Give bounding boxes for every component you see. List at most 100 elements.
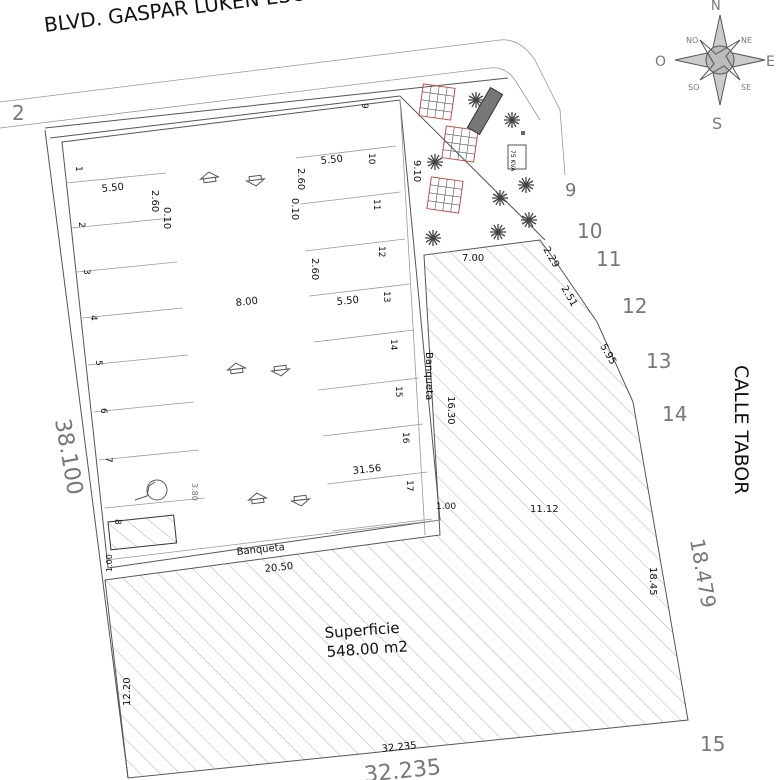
palm-tree-icon [504, 112, 520, 128]
stall-line [104, 497, 205, 509]
street-name-top: BLVD. GASPAR LUKEN ESCAL [43, 0, 332, 37]
perimeter-left: 38.100 [49, 417, 87, 497]
vertex-15: 15 [700, 732, 725, 756]
compass-se: SE [741, 83, 751, 92]
stall-dividers [65, 145, 433, 532]
dim: 5.50 [101, 182, 124, 195]
area-title: Superficie [324, 619, 400, 642]
stall-number: 5 [93, 360, 103, 366]
dim: 32.235 [381, 740, 417, 755]
arrow-down-icon [226, 362, 248, 375]
stall-line [313, 329, 415, 343]
dim: 7.00 [462, 253, 484, 264]
stall-line [331, 518, 433, 532]
compass-o: O [655, 54, 666, 70]
stall-number: 16 [400, 432, 410, 444]
arrow-up-icon [269, 364, 291, 377]
stall-number: 6 [98, 408, 108, 414]
dim: 2.60 [309, 258, 320, 280]
vertex-2: 2 [12, 101, 25, 125]
sidewalk-label: Banqueta [423, 352, 434, 400]
stall-number: 15 [393, 386, 403, 397]
dim: 5.50 [336, 295, 359, 308]
stall-line [327, 471, 428, 485]
palm-tree-icon [492, 190, 508, 206]
stall-line [309, 283, 410, 297]
vertex-13: 13 [646, 349, 671, 373]
arrow-down-icon [199, 171, 221, 184]
palm-tree-icon [468, 92, 484, 108]
stall-line [98, 449, 200, 461]
dim: 2.60 [295, 168, 306, 190]
dim: 18.45 [647, 567, 658, 596]
sidewalk-label: Banqueta [236, 542, 285, 558]
stall-line [76, 261, 178, 273]
accessible-parking-icon [134, 479, 168, 501]
vertex-10: 10 [577, 219, 602, 243]
palm-tree-icon [490, 224, 506, 240]
arrow-down-icon [247, 492, 269, 505]
stall-line [71, 217, 172, 229]
stall-number: 10 [366, 153, 376, 165]
compass-so: SO [688, 83, 699, 92]
transformer-label: 75 KVA [509, 150, 516, 172]
stairs [107, 514, 178, 551]
stall-number: 11 [371, 199, 381, 210]
stall-number: 9 [359, 103, 369, 109]
perimeter-right: 18.479 [685, 537, 721, 610]
palm-tree-icon [425, 230, 441, 246]
compass-e: E [766, 54, 775, 70]
dim: 16.30 [445, 396, 456, 425]
dim: 31.56 [352, 463, 382, 477]
transformer [507, 144, 527, 170]
bench [466, 86, 504, 136]
stall-number: 13 [381, 291, 391, 302]
dim: 5.50 [320, 154, 343, 167]
dim: 12.20 [122, 677, 133, 706]
arrow-up-icon [289, 494, 311, 507]
solar-panel [418, 83, 456, 121]
sidewalk-bottom [105, 519, 441, 561]
stall-line [65, 172, 167, 184]
vertex-14: 14 [662, 402, 687, 426]
stall-number: 12 [376, 246, 386, 257]
vertex-11: 11 [596, 247, 621, 271]
area-value: 548.00 m2 [326, 637, 408, 661]
vertex-9: 9 [565, 180, 576, 201]
dim: 9.10 [411, 160, 422, 182]
traffic-arrows [199, 171, 311, 507]
stall-line [82, 307, 183, 319]
dim: 20.50 [264, 561, 294, 575]
garden-area [418, 83, 537, 246]
stall-number: 14 [388, 339, 398, 351]
meter-box [521, 131, 525, 135]
stall-number: 2 [76, 222, 86, 228]
perimeter-bottom: 32.235 [363, 755, 442, 780]
stall-line [322, 423, 424, 437]
stall-number: 17 [404, 480, 414, 491]
dim: 0.10 [161, 207, 172, 229]
stall-line [295, 145, 397, 159]
stall-number: 7 [103, 457, 113, 463]
vertex-12: 12 [622, 294, 647, 318]
compass-n: N [711, 0, 721, 14]
dim: 1.00 [105, 554, 114, 572]
open-area-hatched [104, 239, 689, 779]
compass-rose [674, 14, 766, 106]
sidewalk-right [399, 99, 426, 536]
compass-s: S [712, 114, 722, 133]
solar-panel [426, 176, 464, 214]
dim: 2.60 [149, 190, 160, 212]
arrow-up-icon [244, 174, 266, 187]
palm-tree-icon [521, 212, 537, 228]
stall-number: 1 [73, 166, 83, 172]
stall-line [318, 377, 419, 391]
palm-tree-icon [518, 177, 534, 193]
lot-boundary [44, 129, 129, 779]
stall-line [300, 191, 401, 205]
street-name-right: CALLE TABOR [730, 365, 752, 494]
dim: 8.00 [235, 296, 258, 309]
stall-line [304, 238, 406, 252]
palm-tree-icon [427, 154, 443, 170]
